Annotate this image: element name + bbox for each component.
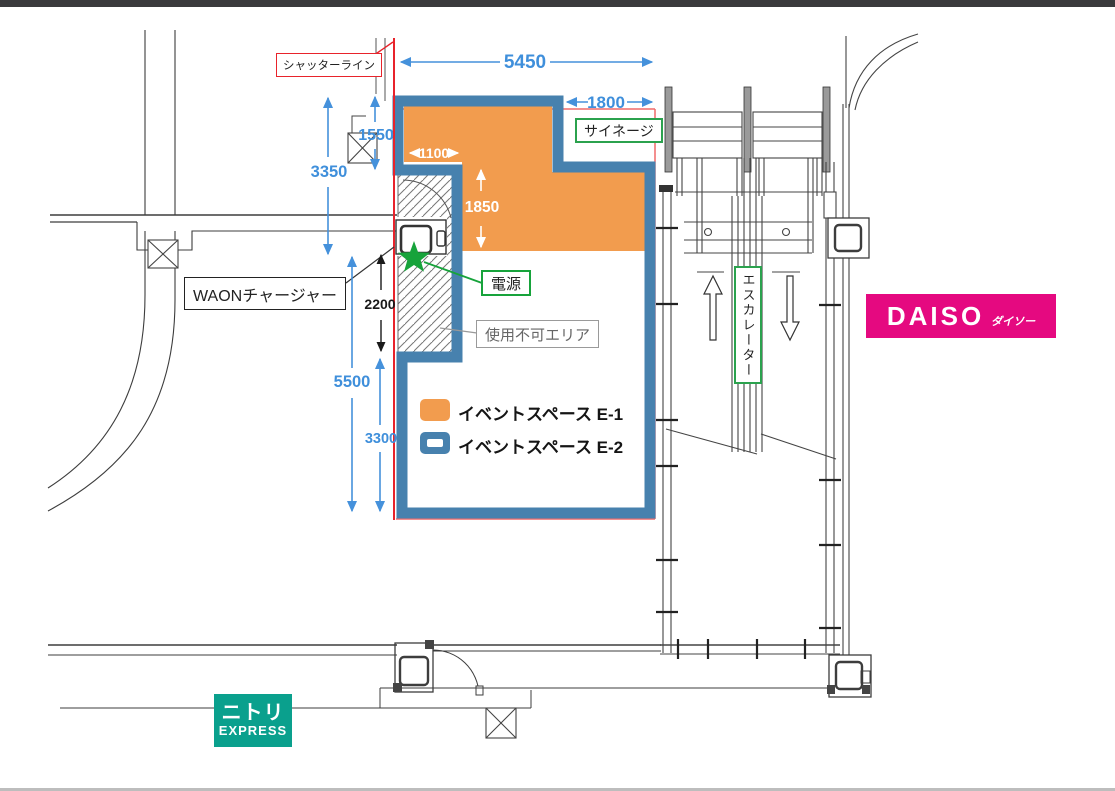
top-frame-bar (0, 0, 1115, 7)
escalator-down-arrow-icon (780, 275, 800, 342)
escalator-up-arrow-icon (703, 274, 723, 341)
event-space-e1-area (404, 106, 645, 251)
waon-charger-unit (395, 219, 447, 255)
event-space-e2-outline (392, 95, 656, 519)
escalator (656, 33, 919, 659)
dim-charger-zone-height: 2200 (364, 296, 396, 312)
dimension-arrows (322, 56, 654, 513)
corridor-walls (47, 30, 836, 709)
nitori-logo-sub: EXPRESS (218, 723, 288, 739)
dim-orange-inner-width: 1100 (418, 145, 450, 161)
daiso-logo-text: DAISO (886, 300, 985, 331)
nitori-express-logo: ニトリ EXPRESS (214, 694, 292, 747)
dim-left-upper-height: 3350 (310, 162, 348, 181)
signage-label: サイネージ (575, 118, 663, 143)
dim-lower-inner-height: 3300 (364, 430, 398, 447)
legend-e1-swatch (420, 399, 450, 421)
power-label: 電源 (481, 270, 532, 296)
legend-e2-swatch-core (427, 439, 443, 447)
daiso-logo: DAISO ダイソー (866, 294, 1056, 338)
shutter-line-label: シャッターライン (276, 53, 382, 77)
leader-lines (345, 246, 483, 334)
legend-e2-label: イベントスペース E-2 (458, 438, 624, 457)
dim-left-lower-height: 5500 (333, 372, 371, 391)
unusable-area-label: 使用不可エリア (476, 320, 600, 348)
daiso-logo-kana: ダイソー (991, 316, 1036, 328)
legend-e1-label: イベントスペース E-1 (458, 405, 624, 424)
column-markers (147, 132, 517, 739)
escalator-label: エスカレーター (734, 266, 762, 384)
dim-top-right-width: 1800 (587, 92, 625, 112)
nitori-logo-text: ニトリ (221, 702, 285, 725)
dim-orange-inner-height: 1850 (464, 199, 500, 217)
power-star-icon (397, 241, 431, 272)
structural-columns (393, 217, 872, 698)
dim-shutter-upper: 1550 (358, 126, 394, 144)
bottom-frame-bar (0, 788, 1115, 791)
dim-top-width: 5450 (500, 52, 550, 72)
waon-charger-label: WAONチャージャー (184, 277, 346, 310)
